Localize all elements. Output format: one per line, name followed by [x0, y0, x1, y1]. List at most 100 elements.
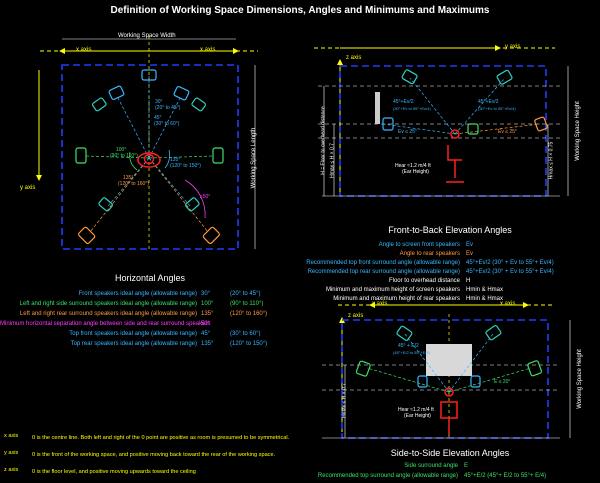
- fb-row-2-label: Angle to rear speakers: [399, 251, 460, 257]
- side-right-speaker-icon: [212, 147, 224, 164]
- screen-speaker-icon: [382, 117, 394, 131]
- fb-row-5-value: H: [466, 278, 471, 284]
- fb-row-1-value: Ev: [466, 242, 474, 248]
- fb-row-2-value: Ev: [466, 251, 474, 257]
- note-y-axis: y axis: [4, 450, 19, 456]
- rear-ray: [454, 123, 541, 135]
- fb-row-4-label: Recommended top rear surround angle (all…: [307, 269, 460, 275]
- h-row-4-label: Minimum horizontal separation angle betw…: [0, 321, 211, 327]
- ss-x-axis-right-label: x axis: [500, 301, 516, 307]
- side-top-left-ray: [404, 333, 450, 393]
- horizontal-view: [36, 36, 258, 252]
- fb-row-5-label: Floor to overhead distance: [388, 278, 460, 284]
- fb-hmax-right-label: Hmax ≤ H × 0.75: [548, 141, 555, 180]
- fb-rear-angle: Ev ≤ 25°: [498, 129, 517, 135]
- fb-top-front-range: (30°+Ev to 55°+Ev/4): [393, 106, 431, 111]
- h-row-2-range: (90° to 110°): [230, 301, 264, 307]
- horizontal-angles-heading: Horizontal Angles: [114, 273, 186, 283]
- ss-row-2-value: 45°+E/2 (45°+ E/2 to 55°+ E/4): [464, 473, 547, 479]
- side-speaker-icon: [467, 123, 479, 135]
- h-row-1-label: Front speakers ideal angle (allowable ra…: [78, 291, 197, 297]
- rear-speaker-icon: [534, 116, 548, 132]
- rear-left-speaker-icon: [78, 226, 96, 244]
- h-row-6-value: 135°: [201, 341, 214, 347]
- ss-row-1-value: E: [464, 463, 469, 469]
- side-angle-range: (90° to 110°): [110, 153, 138, 159]
- ss-top-angle: 45° + E/2: [398, 343, 419, 349]
- fb-top-rear-range: (30°+Ev to 55°+Ev/4): [478, 106, 516, 111]
- working-space-outline: [61, 64, 239, 250]
- top-front-angle-range: (30° to 60°): [154, 121, 180, 127]
- h-row-3-value: 135°: [201, 311, 214, 317]
- h-row-2-label: Left and right side surround speakers id…: [19, 301, 197, 307]
- fb-y-axis-label: y axis: [505, 44, 521, 50]
- side-right-surround-icon: [527, 360, 543, 377]
- fb-height-label: Working Space Height: [575, 101, 581, 161]
- h-row-3-label: Left and right rear surround speakers id…: [19, 311, 197, 317]
- side-right-ray: [448, 367, 532, 393]
- h-x-axis-left-label: x axis: [76, 47, 92, 53]
- speakers-front-back: [382, 69, 548, 135]
- top-front-left-speaker-icon: [91, 97, 107, 112]
- screen-ray: [382, 123, 456, 135]
- rear-angle-label: 135°: [123, 175, 134, 181]
- note-x-text: 0 is the centre line. Both left and righ…: [32, 435, 290, 441]
- top-front-ray: [409, 77, 456, 135]
- h-row-4-value: 50°: [201, 321, 211, 327]
- fb-ear-sub: (Ear Height): [402, 169, 429, 175]
- front-angle-label: 30°: [155, 99, 163, 105]
- rear-right-ray: [148, 157, 209, 233]
- side-top-right-ray: [448, 333, 494, 393]
- side-screen-icon: [426, 344, 472, 376]
- ss-z-axis-label: z axis: [348, 313, 364, 319]
- top-rear-angle-range: (120° to 150°): [170, 163, 201, 169]
- ss-top-range: (45°+E/2 to 55°+E/4): [393, 350, 430, 355]
- top-front-right-speaker-icon: [191, 97, 207, 112]
- h-row-1-range: (20° to 45°): [230, 291, 261, 297]
- h-x-axis-right-label: x axis: [200, 47, 216, 53]
- fb-row-3-label: Recommended top front surround angle (al…: [306, 260, 460, 266]
- top-rear-right-speaker-icon: [185, 197, 200, 212]
- front-right-ray: [148, 97, 181, 159]
- front-right-speaker-icon: [173, 85, 190, 101]
- h-row-3-range: (120° to 160°): [230, 311, 268, 317]
- speakers-horizontal: [75, 69, 224, 244]
- working-space-width-label: Working Space Width: [118, 33, 176, 39]
- listener-head-icon: [137, 152, 161, 168]
- ss-side-angle: E ≤ 20°: [494, 379, 511, 385]
- side-front-right-icon: [470, 375, 481, 388]
- front-back-heading: Front-to-Back Elevation Angles: [388, 225, 512, 235]
- ss-height-label: Working Space Height: [577, 349, 583, 409]
- fb-top-front-angle: 45°+Ev/2: [393, 99, 414, 105]
- fb-row-7-label: Minimum and maximum height of rear speak…: [333, 296, 460, 302]
- ss-x-axis-left-label: x axis: [372, 301, 388, 307]
- front-left-ray: [117, 97, 150, 159]
- note-y-text: 0 is the front of the working space, and…: [32, 452, 276, 458]
- side-top-right-speaker-icon: [485, 325, 502, 341]
- h-row-5-label: Top front speakers ideal angle (allowabl…: [69, 331, 197, 337]
- ss-row-2-label: Recommended top surround angle (allowabl…: [317, 473, 458, 479]
- centre-speaker-icon: [141, 69, 157, 81]
- side-angle-label: 100°: [116, 147, 127, 153]
- min-separation-arc: [184, 179, 206, 219]
- listener-chair-icon: [446, 129, 464, 183]
- ss-row-1-label: Side surround angle: [404, 463, 458, 469]
- top-rear-speaker-icon: [496, 69, 513, 85]
- top-rear-angle-label: 135°: [170, 157, 181, 163]
- fb-top-rear-angle: 45°+Ev/2: [478, 99, 499, 105]
- side-left-surround-icon: [355, 360, 371, 377]
- fb-z-axis-label: z axis: [346, 55, 362, 61]
- top-rear-left-speaker-icon: [98, 197, 113, 212]
- note-z-axis: z axis: [4, 467, 19, 473]
- fb-row-1-label: Angle to screen front speakers: [378, 242, 460, 248]
- rear-angle-range: (120° to 160°): [118, 181, 149, 187]
- fb-front-angle: Ev ≤ 25°: [398, 129, 417, 135]
- front-angle-range: (20° to 45°): [155, 105, 181, 111]
- working-space-length-label: Working Space Length: [251, 127, 257, 189]
- rear-right-speaker-icon: [202, 226, 220, 244]
- fb-row-7-value: Hmin & Hmax: [466, 296, 504, 302]
- side-angle-arc: [129, 151, 138, 171]
- speakers-side: [355, 325, 543, 388]
- front-back-outline: [339, 65, 547, 197]
- fb-hmax-label: Hmax ≤ H × 0.7: [329, 143, 336, 178]
